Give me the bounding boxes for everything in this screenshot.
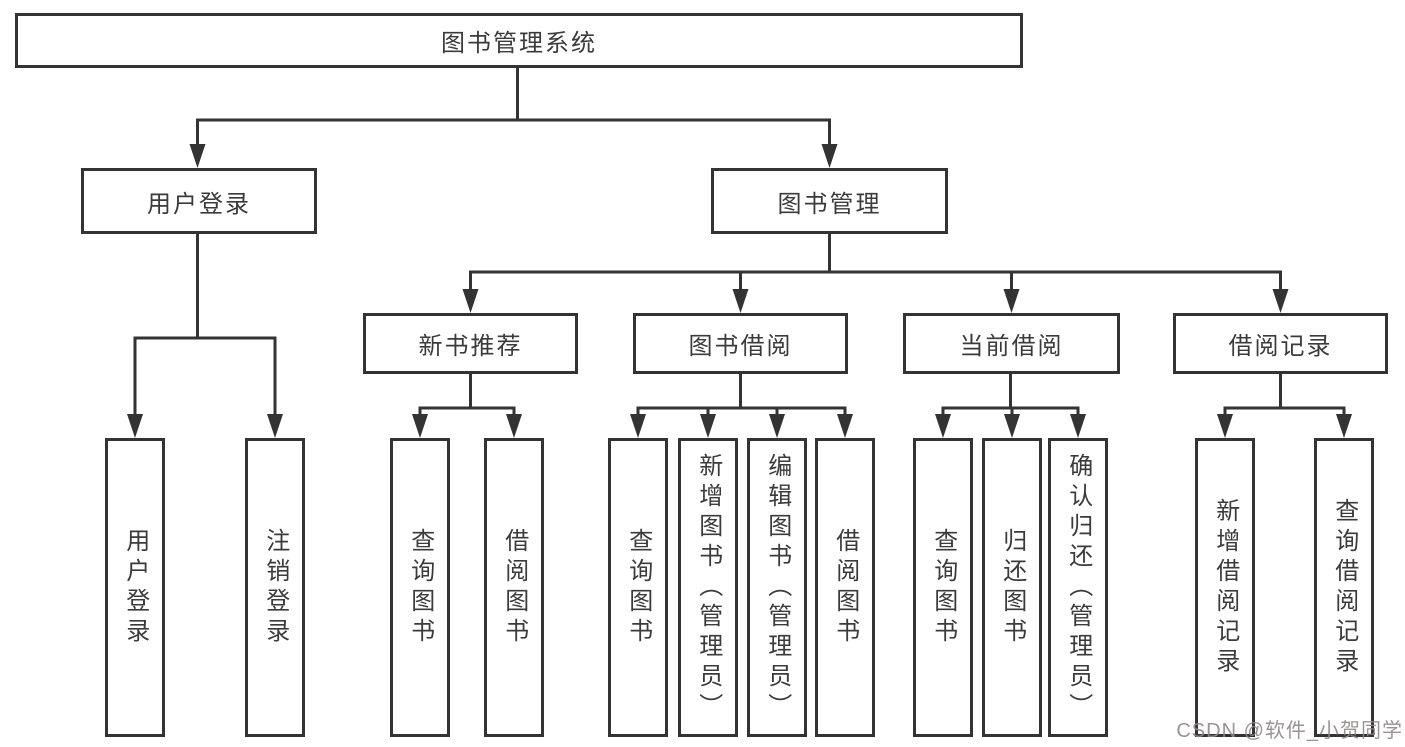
node-query-books-recommend: 查询图书	[390, 438, 450, 737]
node-query-borrow-record: 查询借阅记录	[1314, 438, 1374, 737]
node-label: 新增借阅记录	[1211, 497, 1239, 678]
node-new-book-recommend: 新书推荐	[363, 313, 578, 374]
node-label: 查询图书	[624, 527, 652, 648]
node-label: 查询图书	[929, 527, 957, 648]
node-query-books-borrow: 查询图书	[608, 438, 668, 737]
node-confirm-return-admin: 确认归还（管理员）	[1048, 438, 1108, 737]
node-current-borrow: 当前借阅	[903, 313, 1120, 374]
node-label: 归还图书	[998, 527, 1026, 648]
node-user-login-action: 用户登录	[105, 438, 165, 737]
arrowhead-icon	[462, 289, 1289, 313]
node-label: 确认归还（管理员）	[1064, 452, 1092, 723]
arrowhead-icon	[1217, 414, 1352, 438]
node-user-login: 用户登录	[81, 168, 317, 234]
connector-line	[418, 374, 516, 422]
node-borrow-records: 借阅记录	[1173, 313, 1388, 374]
connector-line	[196, 68, 831, 152]
node-label: 注销登录	[261, 527, 289, 648]
node-library-system: 图书管理系统	[15, 13, 1023, 68]
node-label: 查询图书	[406, 527, 434, 648]
node-label: 借阅图书	[500, 527, 528, 648]
node-logout-action: 注销登录	[245, 438, 305, 737]
connector-line	[1223, 374, 1346, 422]
arrowhead-icon	[189, 144, 838, 168]
arrowhead-icon	[630, 414, 853, 438]
arrowhead-icon	[127, 414, 283, 438]
connector-line	[636, 374, 847, 422]
node-edit-book-admin: 编辑图书（管理员）	[747, 438, 807, 737]
node-return-book: 归还图书	[982, 438, 1042, 737]
arrowhead-icon	[412, 414, 522, 438]
node-borrow-books: 借阅图书	[815, 438, 875, 737]
connector-line	[133, 234, 277, 422]
node-book-borrow: 图书借阅	[633, 313, 848, 374]
node-add-book-admin: 新增图书（管理员）	[678, 438, 738, 737]
arrowhead-icon	[935, 414, 1086, 438]
node-label: 借阅图书	[831, 527, 859, 648]
node-borrow-books-recommend: 借阅图书	[484, 438, 544, 737]
node-label: 编辑图书（管理员）	[763, 452, 791, 723]
node-label: 用户登录	[121, 527, 149, 648]
node-add-borrow-record: 新增借阅记录	[1195, 438, 1255, 737]
node-book-management: 图书管理	[711, 168, 948, 234]
node-label: 查询借阅记录	[1330, 497, 1358, 678]
csdn-watermark: CSDN @软件_小贺同学	[1176, 720, 1403, 742]
connector-line	[469, 234, 1282, 297]
node-query-books-current: 查询图书	[913, 438, 973, 737]
node-label: 新增图书（管理员）	[694, 452, 722, 723]
